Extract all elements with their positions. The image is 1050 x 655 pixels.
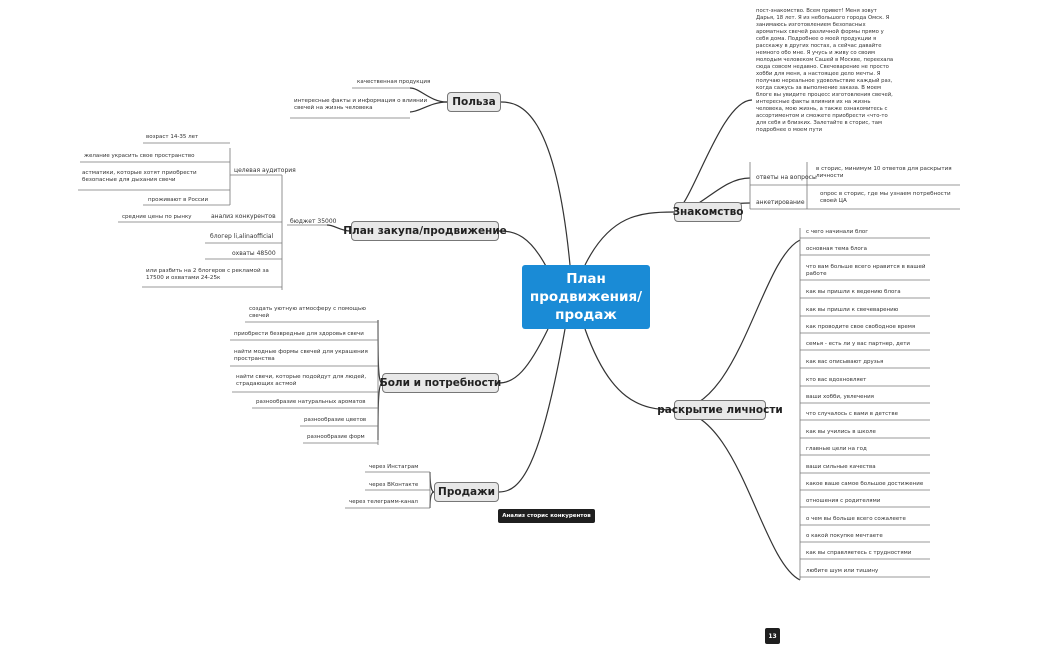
personality-item: главные цели на год [806,446,867,452]
benefit-item: интересные факты и информация о влиянии … [294,98,428,111]
sales-item: через телеграмм-канал [349,499,418,505]
purchase-audience: целевая аудитория [234,167,296,174]
branch-sales: Продажи [434,482,499,502]
purchase-competitors: анализ конкурентов [211,213,276,220]
personality-item: как вас описывают друзья [806,359,884,365]
pains-item: найти свечи, которые подойдут для людей,… [236,374,367,387]
competitor-stories-note: Анализ сторис конкурентов [498,509,595,523]
personality-item: какое ваше самое большое достижение [806,481,924,487]
connector-znakomstvo [584,211,675,266]
pains-item: создать уютную атмосферу с помощью свече… [249,306,366,319]
pains-item: разнообразие натуральных ароматов [256,399,366,405]
pains-item: разнообразие цветов [304,417,367,423]
sales-item: через ВКонтакте [369,482,419,488]
page-number: 13 [765,628,780,644]
sales-item: через Инстаграм [369,464,419,470]
personality-item: любите шум или тишину [806,568,879,574]
personality-item: отношения с родителями [806,498,881,504]
sub-answers: ответы на вопросы [756,174,817,181]
connector-purchase [498,230,549,271]
central-topic: План продвижения/ продаж [522,265,650,329]
personality-item: ваши сильные качества [806,464,876,470]
personality-item: ваши хобби, увлечения [806,394,874,400]
intro-post-text: пост-знакомство. Всем привет! Меня зовут… [756,8,894,133]
benefit-item: качественная продукция [357,79,431,85]
audience-item: возраст 14-35 лет [146,134,199,140]
personality-item: что вам больше всего нравится в вашей ра… [806,264,926,277]
sub-survey: анкетирование [756,199,805,206]
connector-personality [584,328,675,411]
pains-item: найти модные формы свечей для украшения … [234,349,368,362]
sub-survey-detail: опрос в сторис, где мы узнаем потребност… [820,191,951,204]
branch-purchase: План закупа/продвижение [343,221,507,241]
purchase-split: или разбить на 2 блогеров с рекламой за … [146,268,269,281]
audience-item: желание украсить свое пространство [84,153,195,159]
personality-item: как вы пришли к свечеварению [806,307,899,313]
purchase-blogger: блогер li,alinaofficial [210,233,274,240]
connector-pains [498,328,549,384]
connector-benefit [500,101,571,266]
pains-item: приобрести безвредные для здоровья свечи [234,331,364,337]
personality-item: что случалось с вами в детстве [806,411,898,417]
branch-personality: раскрытие личности [657,400,783,420]
personality-item: семья - есть ли у вас партнер, дети [806,341,911,347]
sub-answers-detail: в сторис, минимум 10 ответов для раскрыт… [816,166,952,179]
personality-item: основная тема блога [806,246,868,252]
branch-benefit: Польза [447,92,501,112]
personality-item: о какой покупке мечтаете [806,533,883,539]
personality-item: с чего начинали блог [806,229,869,235]
personality-item: о чем вы больше всего сожалеете [806,516,906,522]
audience-item: проживают в России [148,197,209,203]
connector-sales [498,328,566,493]
purchase-reach: охваты 48500 [232,250,276,257]
personality-item: как вы пришли к ведению блога [806,289,901,295]
purchase-budget: бюджет 35000 [290,218,337,225]
personality-item: как проводите свое свободное время [806,324,916,330]
competitors-item: средние цены по рынку [122,214,192,220]
personality-item: кто вас вдохновляет [806,377,867,383]
personality-item: как вы учились в школе [806,429,876,435]
branch-pains: Боли и потребности [380,373,501,393]
pains-item: разнообразие форм [307,434,365,440]
branch-znakomstvo: Знакомство [673,202,743,222]
personality-item: как вы справляетесь с трудностями [806,550,912,556]
audience-item: астматики, которые хотят приобрести безо… [82,170,197,183]
